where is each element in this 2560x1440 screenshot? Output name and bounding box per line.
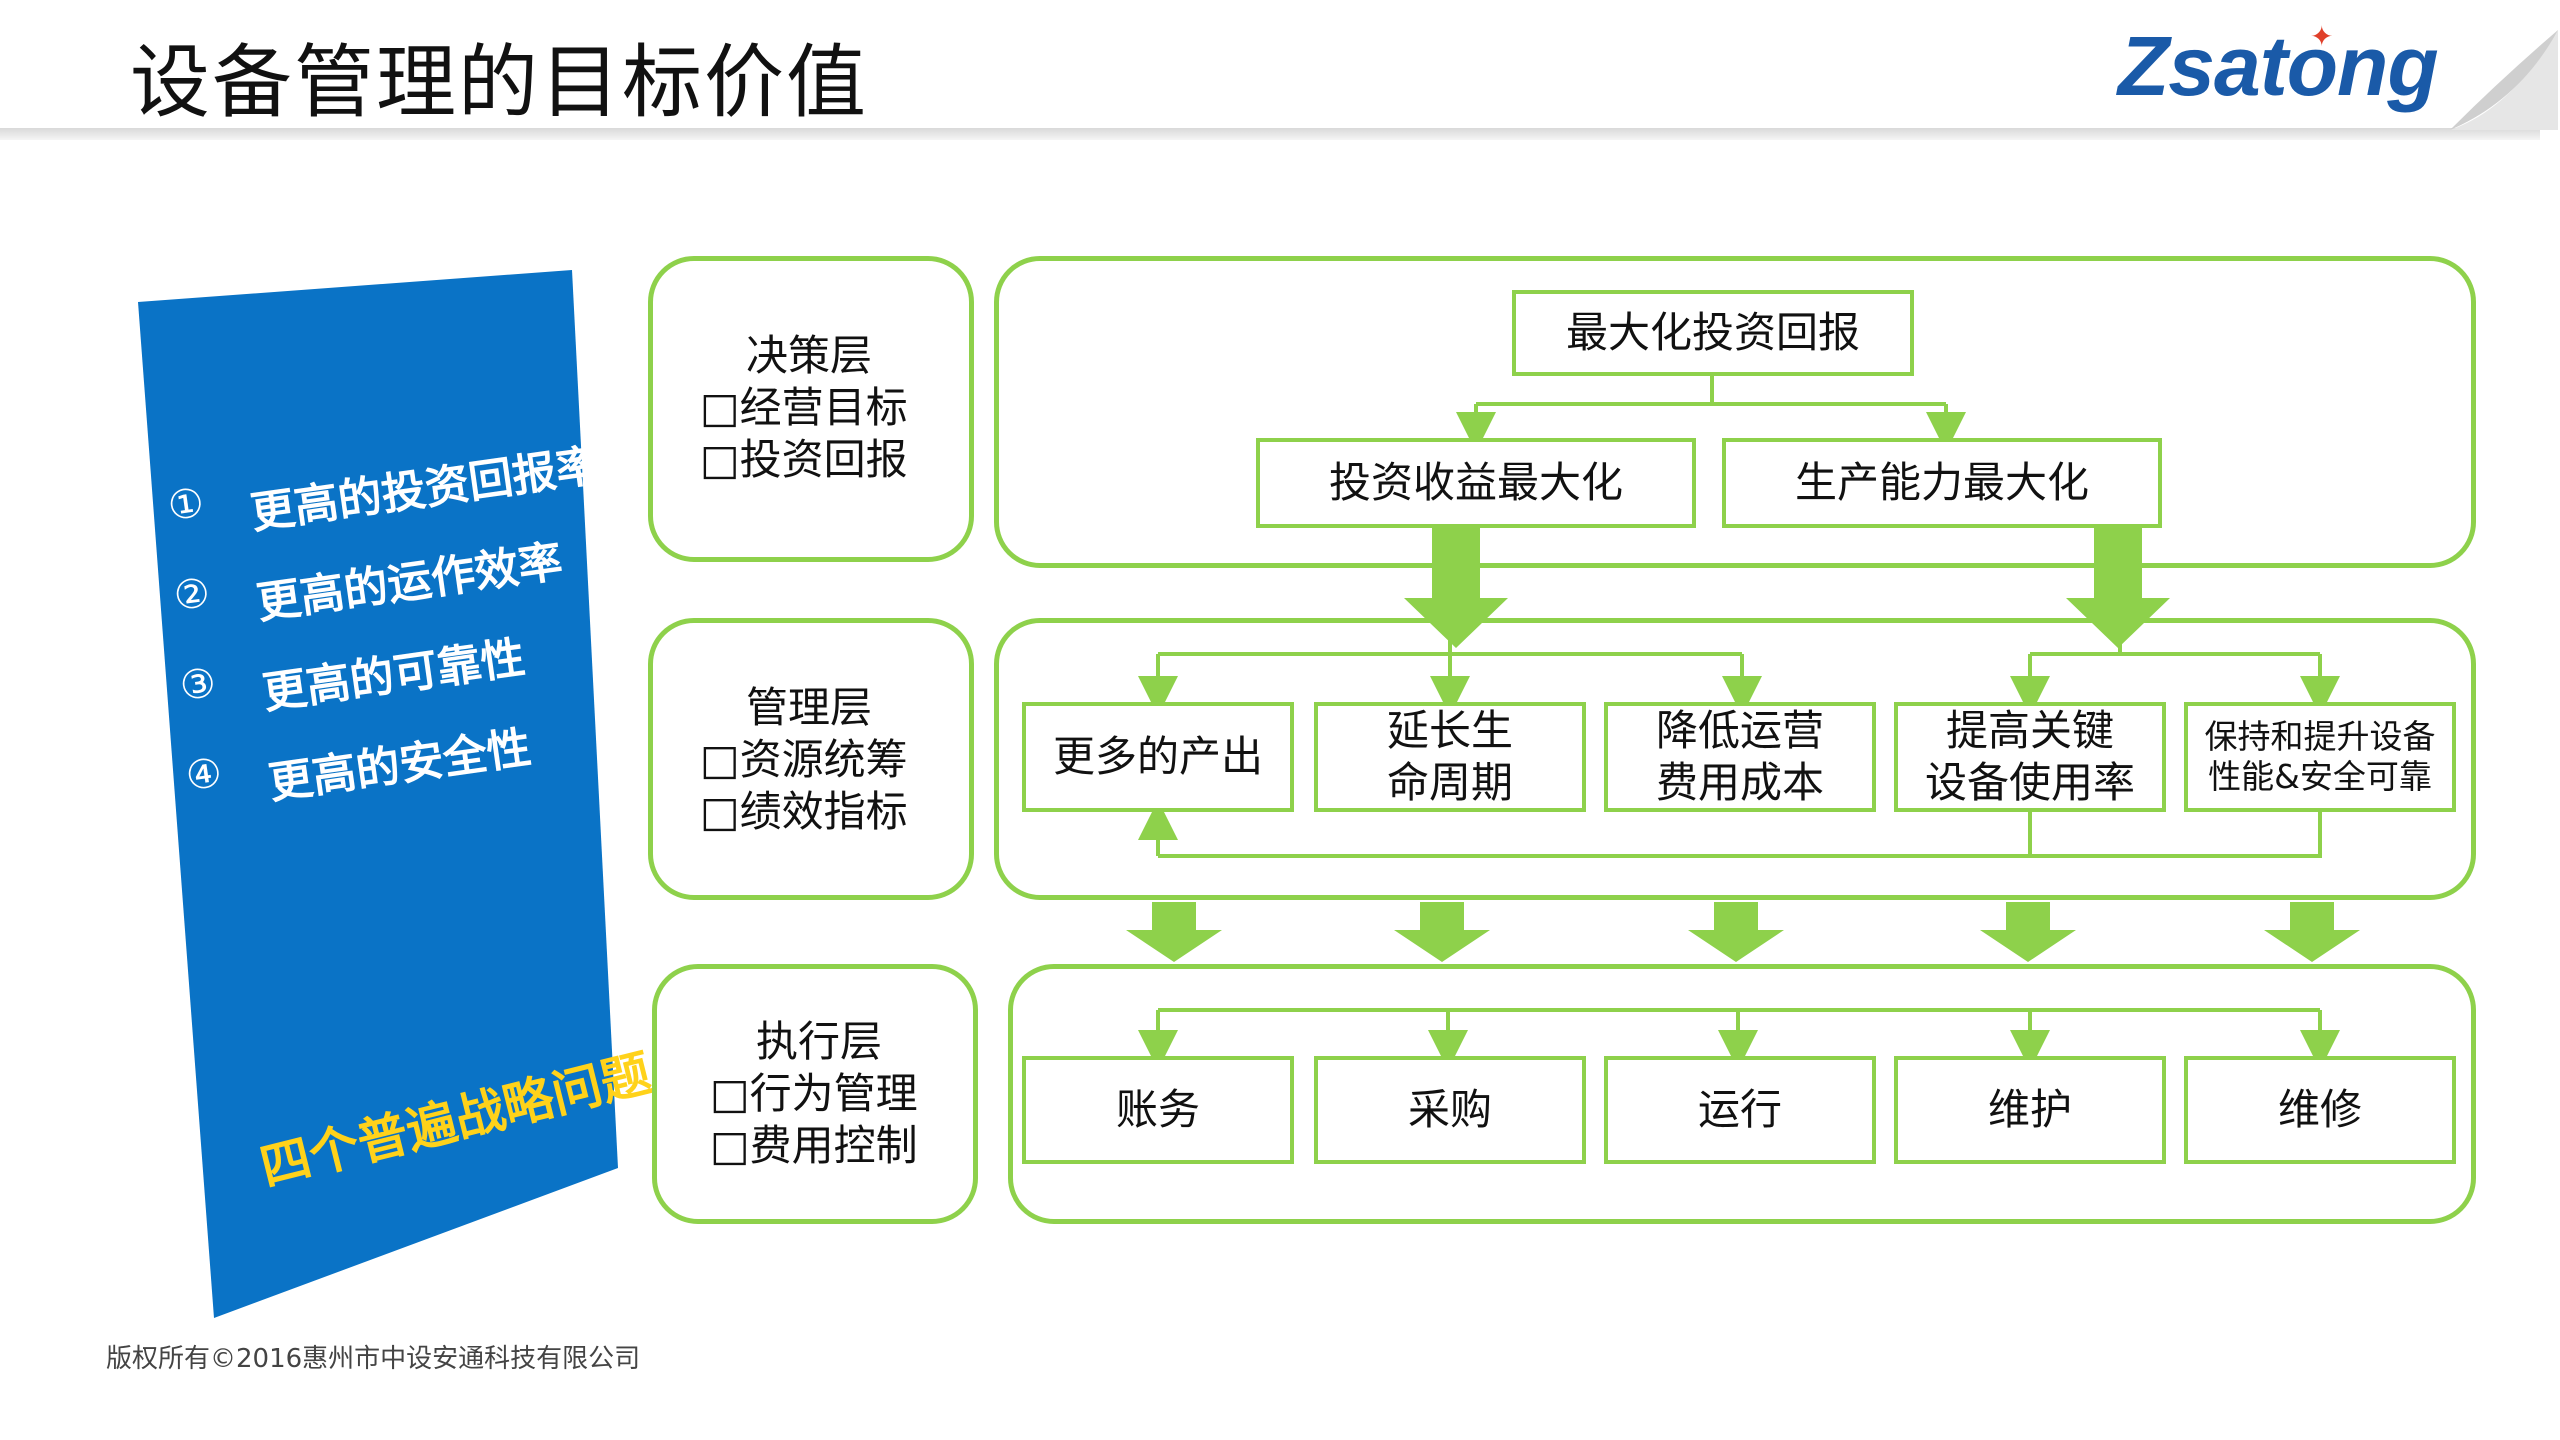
node-max-roi: 最大化投资回报	[1512, 290, 1914, 376]
layer-decision-text: 决策层 □经营目标 □投资回报	[700, 330, 908, 486]
node-maintenance: 维护	[1894, 1056, 2166, 1164]
node-more-output: 更多的产出	[1022, 702, 1294, 812]
layer-decision-box	[648, 256, 974, 562]
layer-decision-line-2: □投资回报	[700, 435, 908, 484]
layer-management-line-2: □绩效指标	[700, 787, 908, 836]
page-curl-icon	[2450, 30, 2558, 130]
page-title: 设备管理的目标价值	[130, 36, 868, 129]
layer-management-text: 管理层 □资源统筹 □绩效指标	[700, 682, 908, 838]
layer-execution-title: 执行层	[756, 1017, 883, 1066]
logo-star-icon: ✦	[2310, 20, 2334, 53]
layer-management-box	[648, 618, 974, 900]
node-repair: 维修	[2184, 1056, 2456, 1164]
header-divider	[0, 128, 2540, 140]
layer-management-line-1: □资源统筹	[700, 735, 908, 784]
copyright-text: 版权所有©2016惠州市中设安通科技有限公司	[106, 1344, 641, 1374]
node-extend-lifecycle: 延长生 命周期	[1314, 702, 1586, 812]
node-purchasing: 采购	[1314, 1056, 1586, 1164]
layer-management-title: 管理层	[746, 683, 873, 732]
layer-execution-text: 执行层 □行为管理 □费用控制	[710, 1016, 918, 1172]
node-improve-utilization: 提高关键 设备使用率	[1894, 702, 2166, 812]
layer-execution-box	[652, 964, 978, 1224]
node-accounting: 账务	[1022, 1056, 1294, 1164]
layer-execution-line-2: □费用控制	[710, 1121, 918, 1170]
header: 设备管理的目标价值 Zsatong ✦	[0, 0, 2560, 140]
layer-execution-line-1: □行为管理	[710, 1069, 918, 1118]
node-operation: 运行	[1604, 1056, 1876, 1164]
logo: Zsatong	[2118, 19, 2439, 113]
node-reduce-cost: 降低运营 费用成本	[1604, 702, 1876, 812]
layer-decision-line-1: □经营目标	[700, 383, 908, 432]
node-maintain-safety: 保持和提升设备 性能&安全可靠	[2184, 702, 2456, 812]
layer-decision-title: 决策层	[746, 331, 873, 380]
node-max-capacity: 生产能力最大化	[1722, 438, 2162, 528]
node-max-investment-return: 投资收益最大化	[1256, 438, 1696, 528]
